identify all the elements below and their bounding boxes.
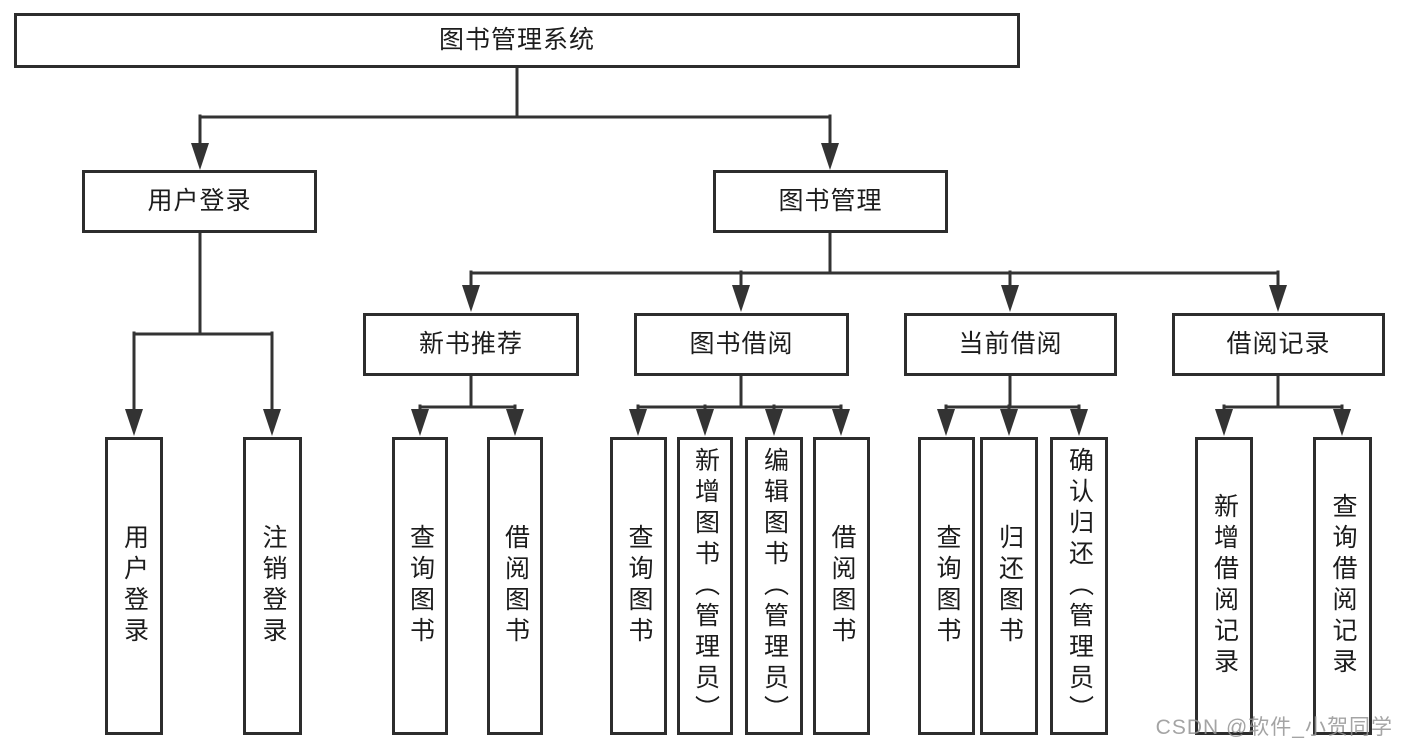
arrowhead bbox=[191, 143, 209, 170]
leaf-current-return-book: 归还图书 bbox=[980, 437, 1038, 735]
leaf-current-confirm-return-admin: 确认归还（管理员） bbox=[1050, 437, 1108, 735]
arrowhead bbox=[506, 409, 524, 436]
edge-root-to-level2 bbox=[198, 66, 832, 146]
arrowhead bbox=[696, 409, 714, 436]
edge-newbook-to-leaves bbox=[418, 374, 517, 413]
leaf-current-query-book: 查询图书 bbox=[918, 437, 975, 735]
node-borrowing-records: 借阅记录 bbox=[1172, 313, 1385, 376]
node-root: 图书管理系统 bbox=[14, 13, 1020, 68]
arrowhead bbox=[1070, 409, 1088, 436]
arrowhead bbox=[462, 285, 480, 312]
node-user-login: 用户登录 bbox=[82, 170, 317, 233]
node-current-borrowing: 当前借阅 bbox=[904, 313, 1117, 376]
leaf-borrow-add-book-admin: 新增图书（管理员） bbox=[677, 437, 733, 735]
leaf-newbook-query-book: 查询图书 bbox=[392, 437, 448, 735]
arrowhead bbox=[263, 409, 281, 436]
arrowhead bbox=[411, 409, 429, 436]
arrowhead bbox=[1333, 409, 1351, 436]
arrowhead bbox=[821, 143, 839, 170]
edge-records-to-leaves bbox=[1222, 374, 1344, 413]
arrowhead bbox=[1001, 285, 1019, 312]
csdn-watermark: CSDN @软件_小贺同学 bbox=[1155, 716, 1393, 739]
arrowhead bbox=[732, 285, 750, 312]
leaf-records-query-record: 查询借阅记录 bbox=[1313, 437, 1372, 735]
arrowhead bbox=[125, 409, 143, 436]
leaf-borrow-query-book: 查询图书 bbox=[610, 437, 667, 735]
leaf-borrow-edit-book-admin: 编辑图书（管理员） bbox=[745, 437, 803, 735]
edge-login-to-leaves bbox=[132, 231, 274, 413]
arrowhead bbox=[629, 409, 647, 436]
edge-current-to-leaves bbox=[944, 374, 1081, 413]
leaf-newbook-borrow-book: 借阅图书 bbox=[487, 437, 543, 735]
leaf-user-login: 用户登录 bbox=[105, 437, 163, 735]
node-book-management: 图书管理 bbox=[713, 170, 948, 233]
arrowhead bbox=[1000, 409, 1018, 436]
node-book-borrowing: 图书借阅 bbox=[634, 313, 849, 376]
arrowhead bbox=[832, 409, 850, 436]
edge-borrow-to-leaves bbox=[636, 374, 843, 413]
leaf-records-add-record: 新增借阅记录 bbox=[1195, 437, 1253, 735]
leaf-logout: 注销登录 bbox=[243, 437, 302, 735]
arrowhead bbox=[937, 409, 955, 436]
arrowhead bbox=[1215, 409, 1233, 436]
leaf-borrow-borrow-book: 借阅图书 bbox=[813, 437, 870, 735]
arrowhead bbox=[765, 409, 783, 436]
arrowhead bbox=[1269, 285, 1287, 312]
node-new-book-recommend: 新书推荐 bbox=[363, 313, 579, 376]
edge-mgmt-to-level3 bbox=[469, 231, 1280, 289]
